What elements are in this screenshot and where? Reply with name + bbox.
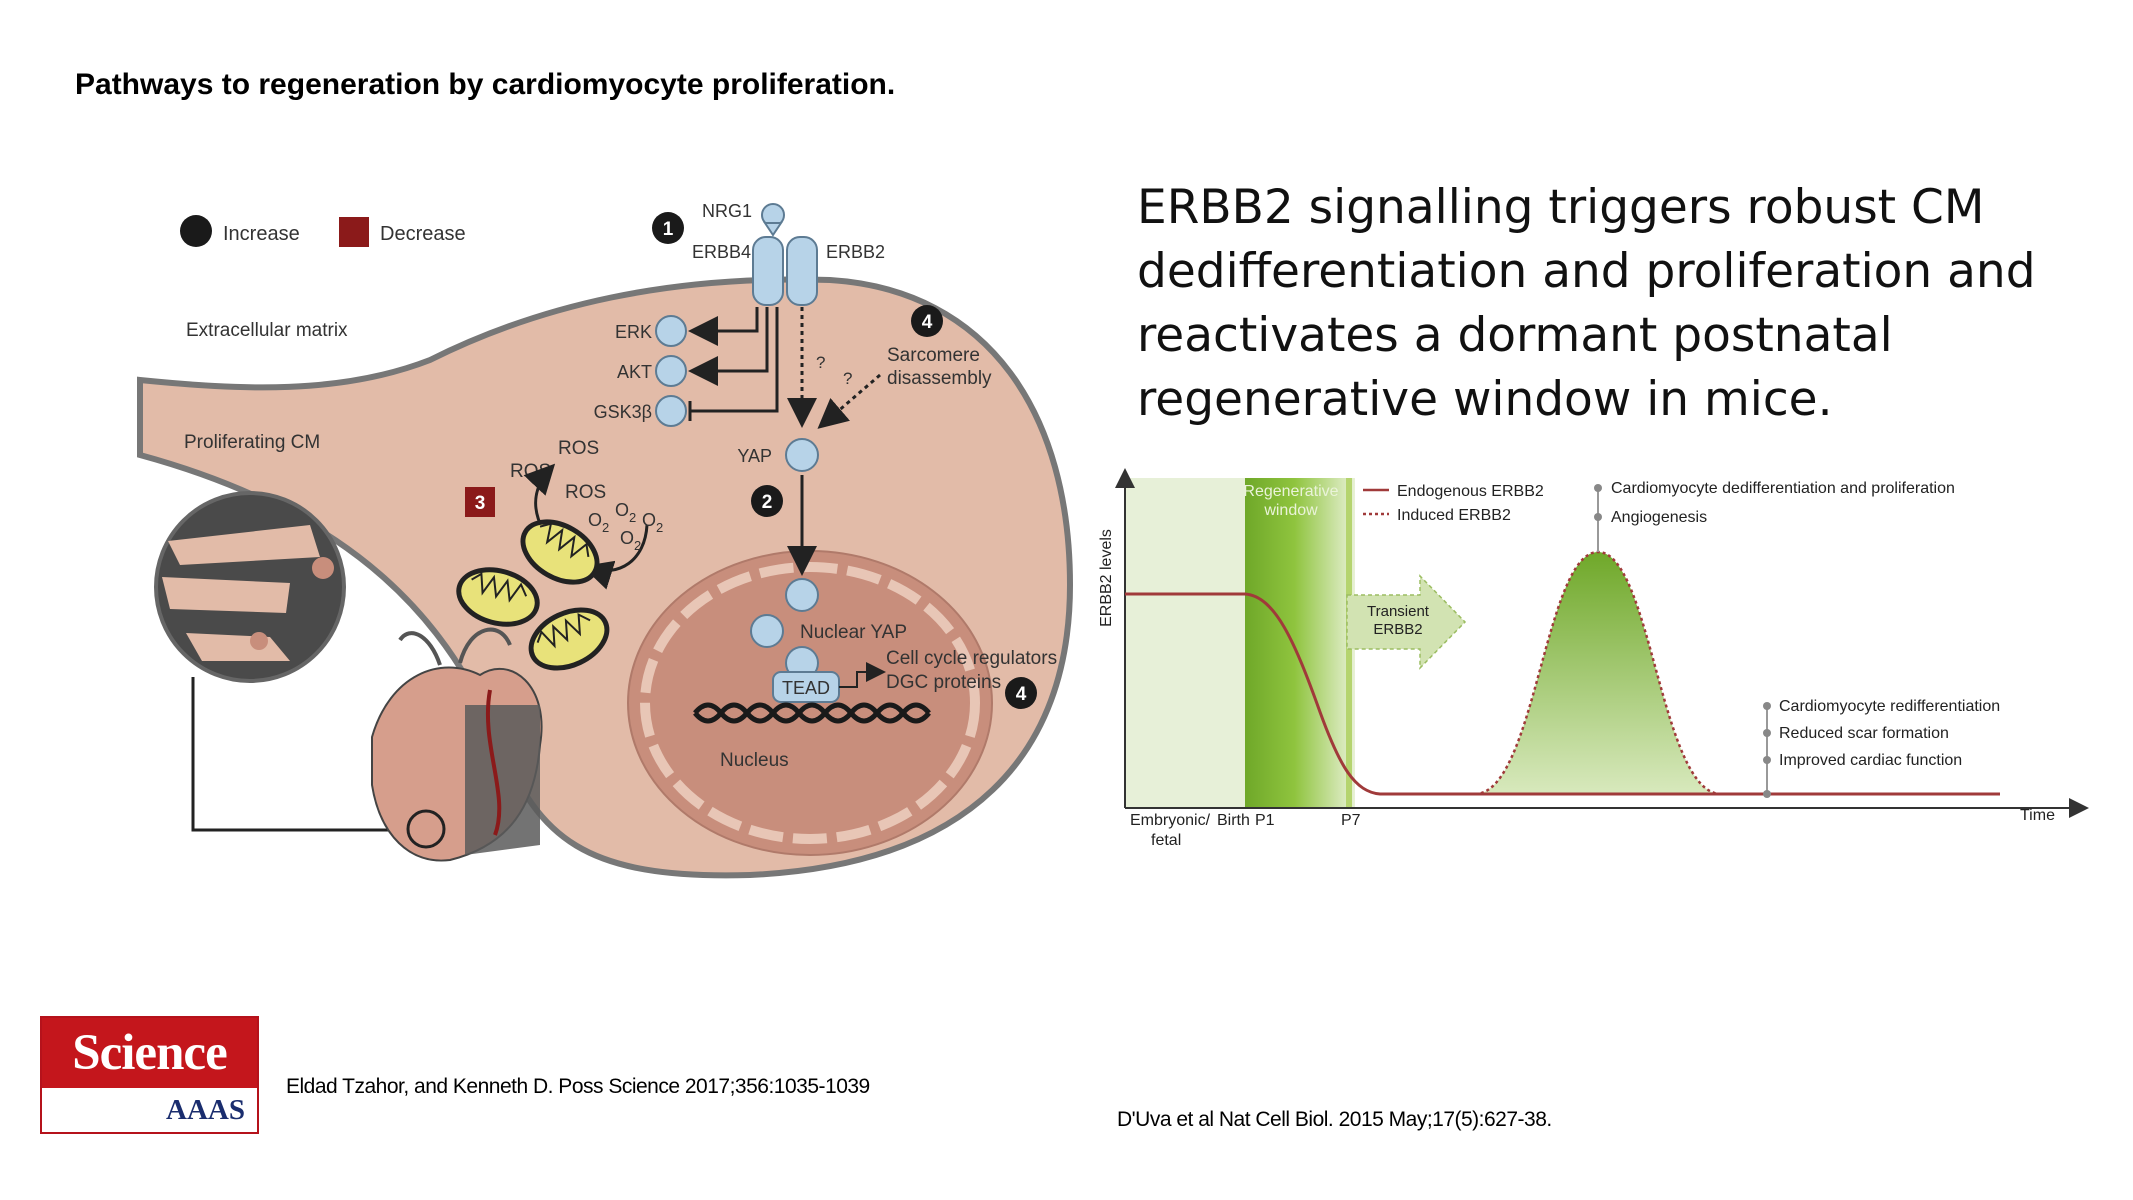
o2-label: O2 <box>588 510 609 535</box>
decrease-legend-swatch <box>339 217 369 247</box>
science-logo: Science AAAS <box>40 1016 259 1134</box>
y-axis-label: ERBB2 levels <box>1098 529 1115 627</box>
marker-2 <box>751 485 783 517</box>
sarcomere-label: disassembly <box>887 368 992 389</box>
marker-4 <box>911 305 943 337</box>
x-tick-label: Embryonic/ <box>1130 812 1211 829</box>
yap-node <box>785 438 819 472</box>
yap-label: YAP <box>737 446 772 466</box>
nuclear-yap-node <box>750 614 784 648</box>
dna-helix <box>693 702 931 724</box>
svg-text:1: 1 <box>663 219 674 240</box>
transient-label: ERBB2 <box>1373 621 1422 638</box>
after-note: Improved cardiac function <box>1779 752 1962 769</box>
slide-title: Pathways to regeneration by cardiomyocyt… <box>75 68 896 101</box>
akt-label: AKT <box>617 362 652 382</box>
ros-label: ROS <box>510 461 551 482</box>
erk-node <box>655 315 687 347</box>
increase-legend-swatch <box>180 215 212 247</box>
mitochondrion <box>528 607 610 671</box>
gsk3b-label: GSK3β <box>594 402 652 422</box>
statement-line: dedifferentiation and proliferation and <box>1137 244 2036 299</box>
o2-label: O2 <box>642 510 663 535</box>
erbb2-label: ERBB2 <box>826 242 885 262</box>
x-tick-label: fetal <box>1151 832 1181 849</box>
after-note: Cardiomyocyte redifferentiation <box>1779 698 2000 715</box>
after-note: Reduced scar formation <box>1779 725 1949 742</box>
x-tick-label: Birth <box>1217 812 1250 829</box>
target-label: DGC proteins <box>886 672 1001 693</box>
marker-3 <box>465 487 495 517</box>
peak-note: Angiogenesis <box>1611 509 1707 526</box>
marker-1 <box>652 212 684 244</box>
window-label: window <box>1263 502 1318 519</box>
erbb4-label: ERBB4 <box>692 242 751 262</box>
nucleus-label: Nucleus <box>720 750 789 771</box>
question-mark: ? <box>816 353 825 372</box>
legend-decrease: Decrease <box>380 223 466 245</box>
o2-label: O2 <box>615 500 636 525</box>
erk-label: ERK <box>615 322 652 342</box>
target-label: Cell cycle regulators <box>886 648 1057 669</box>
statement-line: ERBB2 signalling triggers robust CM <box>1137 180 1985 235</box>
akt-node <box>655 355 687 387</box>
heart-icon <box>371 627 543 862</box>
sarcomere-label: Sarcomere <box>887 345 980 366</box>
statement-line: regenerative window in mice. <box>1137 372 1833 427</box>
science-logo-wordmark: Science <box>42 1018 257 1088</box>
cm-label: Proliferating CM <box>184 432 320 453</box>
svg-text:4: 4 <box>1016 684 1027 705</box>
statement-text: ERBB2 signalling triggers robust CM dedi… <box>1137 176 2097 432</box>
erbb4-receptor <box>752 236 784 306</box>
mitochondrion <box>520 519 600 585</box>
legend-induced: Induced ERBB2 <box>1397 507 1511 524</box>
citation-right: D'Uva et al Nat Cell Biol. 2015 May;17(5… <box>1117 1108 1552 1131</box>
x-tick-label: P7 <box>1341 812 1361 829</box>
svg-text:4: 4 <box>922 312 933 333</box>
ros-label: ROS <box>565 482 606 503</box>
erbb2-timeline-chart: Regenerative window ERBB2 levels Time Em… <box>1098 468 2089 849</box>
tead-label: TEAD <box>782 678 830 698</box>
transient-label: Transient <box>1367 603 1430 620</box>
ecm-label: Extracellular matrix <box>186 320 348 341</box>
svg-text:3: 3 <box>475 493 486 514</box>
mitochondrion <box>456 567 540 627</box>
citation-left: Eldad Tzahor, and Kenneth D. Poss Scienc… <box>286 1075 870 1098</box>
endogenous-erbb2-line <box>1125 592 2000 796</box>
legend-endogenous: Endogenous ERBB2 <box>1397 483 1544 500</box>
gsk3b-node <box>655 395 687 427</box>
svg-text:2: 2 <box>762 492 773 513</box>
legend-increase: Increase <box>223 223 300 245</box>
tissue-zoom-icon <box>154 491 346 683</box>
ros-label: ROS <box>558 438 599 459</box>
pathway-diagram: Increase Decrease Extracellular matrix P… <box>137 201 1074 879</box>
statement-line: reactivates a dormant postnatal <box>1137 308 1893 363</box>
nuclear-yap-label: Nuclear YAP <box>800 622 907 643</box>
question-mark: ? <box>843 369 852 388</box>
x-tick-label: P1 <box>1255 812 1275 829</box>
peak-note: Cardiomyocyte dedifferentiation and prol… <box>1611 480 1955 497</box>
o2-label: O2 <box>620 528 641 553</box>
window-label: Regenerative <box>1243 483 1338 500</box>
nuclear-yap-node <box>785 578 819 612</box>
transient-erbb2-arrow <box>1346 574 1467 670</box>
nrg1-label: NRG1 <box>702 201 752 221</box>
erbb2-receptor <box>786 236 818 306</box>
x-axis-label: Time <box>2020 807 2055 824</box>
marker-4 <box>1005 677 1037 709</box>
induced-erbb2-peak <box>1475 552 1721 794</box>
aaas-logo-wordmark: AAAS <box>166 1094 245 1126</box>
